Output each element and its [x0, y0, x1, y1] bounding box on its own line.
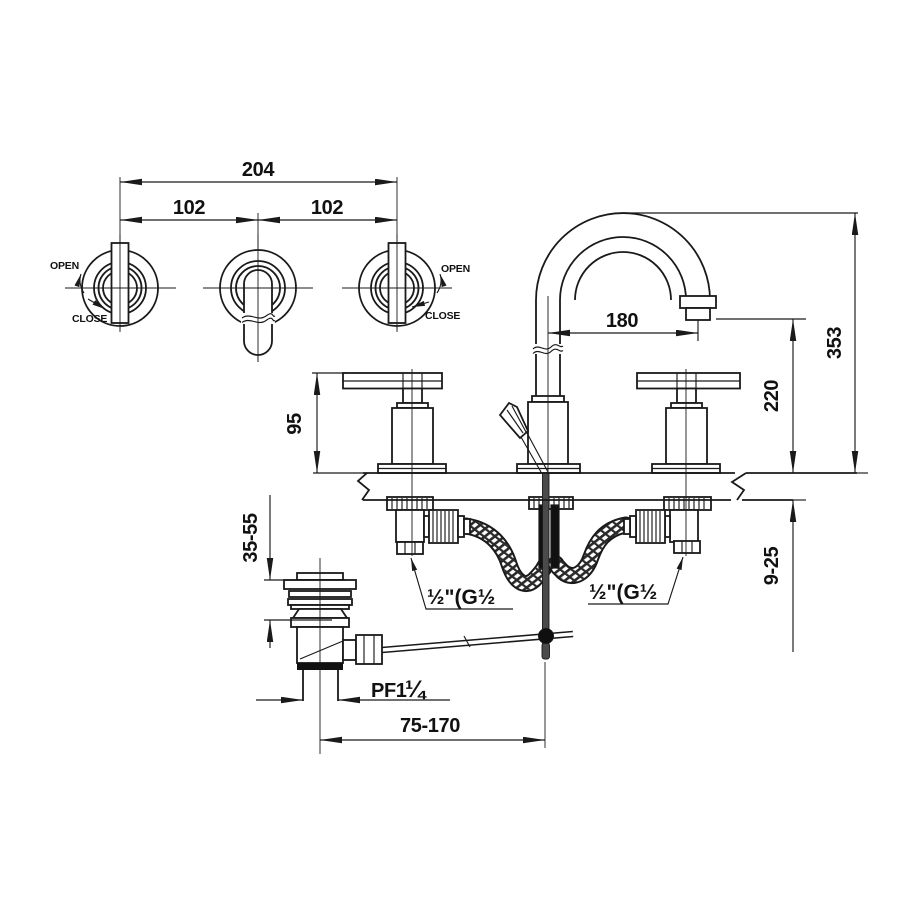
pull-rod-knob: [498, 401, 549, 473]
dim-label-102-right: 102: [311, 197, 343, 219]
right-supply-hex: [673, 540, 701, 554]
countertop: [313, 472, 868, 501]
elevation-right-handle: [636, 372, 741, 474]
spout-nozzle-collar: [679, 295, 717, 309]
plan-spout: [203, 234, 313, 362]
left-supply-hose: [459, 519, 552, 590]
dim-label-95: 95: [284, 413, 306, 435]
right-valve-body: [665, 407, 708, 465]
spout-outer-arc: [535, 212, 711, 301]
left-supply-hex: [396, 541, 424, 555]
right-inlet-connector: [623, 496, 712, 554]
plan-dim-204: 204: [120, 159, 397, 186]
supply-label-left: ½"(G½: [410, 557, 513, 610]
dim-180: 180: [548, 310, 698, 337]
close-label-left: CLOSE: [72, 313, 107, 325]
elevation-left-handle: [342, 372, 447, 474]
dim-label-75-170: 75-170: [400, 715, 460, 737]
plan-right-handle: [342, 234, 452, 330]
thread-fraction-label: ¼: [405, 676, 427, 703]
counter-break-right: [730, 472, 747, 501]
dim-label-35-55: 35-55: [240, 513, 262, 562]
counter-break-left: [356, 472, 371, 501]
dim-label-102-left: 102: [173, 197, 205, 219]
drain-tailpipe: [302, 670, 339, 701]
close-label-right: CLOSE: [425, 310, 460, 322]
open-label-right: OPEN: [441, 263, 470, 275]
spout-nozzle-tip: [685, 307, 711, 321]
left-handle-annotations: OPEN CLOSE: [50, 260, 108, 325]
dim-label-9-25: 9-25: [761, 547, 783, 586]
open-label-left: OPEN: [50, 260, 79, 272]
elevation-centerlines: [411, 296, 687, 556]
open-arrow-left: [74, 273, 85, 294]
dim-353: 353: [824, 213, 859, 473]
left-valve-body: [391, 407, 434, 465]
supply-thread-label-right: ½"(G½: [589, 581, 657, 604]
drain-assembly: 35-55 PF1 ¼ 75-170: [240, 495, 546, 754]
dim-35-55: 35-55: [240, 495, 346, 648]
supply-tube-right: [550, 504, 560, 569]
dim-label-180: 180: [606, 310, 638, 332]
elevation-extension-lines: [623, 212, 858, 341]
plan-view: 204 102 102 OPEN CLOSE: [50, 159, 470, 362]
drain-pivot-nut: [355, 634, 383, 665]
dim-9-25: 9-25: [761, 500, 797, 652]
dim-95: 95: [284, 372, 346, 473]
pull-rod: [542, 472, 550, 646]
left-inlet-connector: [386, 496, 471, 555]
spout-middle-arc: [559, 236, 687, 301]
right-supply-hose: [549, 518, 633, 583]
center-shank: [528, 496, 574, 569]
dim-label-220: 220: [761, 380, 783, 412]
dim-label-204: 204: [242, 159, 275, 181]
elevation-view: 95 180 353 220 9-25 ½"(G½ ½"(G½: [284, 212, 868, 660]
open-arrow-right: [436, 273, 447, 294]
dim-label-353: 353: [824, 327, 846, 359]
linkage-ball-joint: [538, 628, 554, 644]
spout-inner-arc: [574, 251, 672, 301]
dim-220: 220: [761, 319, 797, 473]
plan-dim-102-left: 102: [120, 197, 258, 224]
dim-pf1-quarter: PF1 ¼: [256, 676, 450, 704]
right-handle-annotations: OPEN CLOSE: [411, 263, 470, 322]
close-arrow-right: [411, 300, 430, 308]
thread-label-pf1: PF1: [371, 680, 407, 702]
plan-dim-102-right: 102: [258, 197, 397, 224]
supply-label-right: ½"(G½: [588, 556, 684, 605]
dim-75-170: 75-170: [320, 662, 546, 748]
close-arrow-left: [87, 298, 106, 310]
supply-thread-label-left: ½"(G½: [427, 586, 495, 609]
